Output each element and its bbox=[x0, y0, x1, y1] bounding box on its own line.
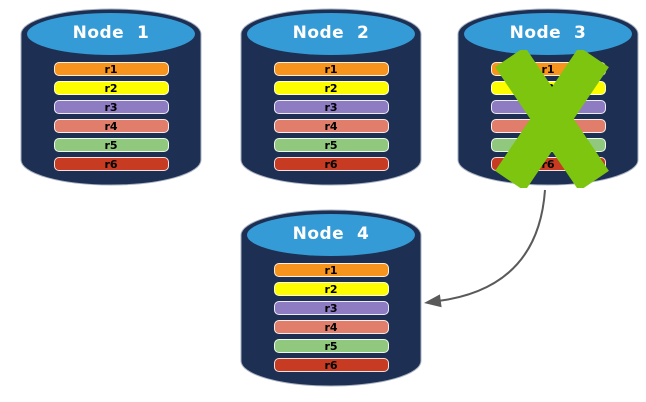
replica-row-r6: r6 bbox=[273, 157, 389, 171]
replica-label: r6 bbox=[104, 157, 118, 171]
replica-row-r2: r2 bbox=[273, 81, 389, 95]
replica-row-r4: r4 bbox=[273, 320, 389, 334]
replica-label: r6 bbox=[324, 358, 338, 372]
node-title: Node 2 bbox=[292, 23, 370, 43]
replica-rows: r1 r2 r3 r4 r5 r6 bbox=[20, 62, 202, 171]
node-title: Node 3 bbox=[509, 23, 587, 43]
replica-row-r1: r1 bbox=[273, 263, 389, 277]
replica-label: r5 bbox=[324, 138, 338, 152]
node-4: Node 4 r1 r2 r3 r4 r5 r6 bbox=[240, 209, 422, 387]
replica-label: r1 bbox=[324, 263, 338, 277]
replica-row-r5: r5 bbox=[273, 339, 389, 353]
replica-label: r2 bbox=[324, 81, 338, 95]
replica-row-r3: r3 bbox=[273, 100, 389, 114]
node-3: Node 3 r1 r2 r3 r4 r5 r6 bbox=[457, 8, 639, 188]
replica-label: r1 bbox=[324, 62, 338, 76]
replica-label: r3 bbox=[104, 100, 118, 114]
replica-row-r5: r5 bbox=[273, 138, 389, 152]
arrowhead-icon bbox=[424, 294, 442, 308]
node-title: Node 4 bbox=[292, 224, 370, 244]
replica-row-r5: r5 bbox=[53, 138, 169, 152]
replica-rows: r1 r2 r3 r4 r5 r6 bbox=[240, 62, 422, 171]
replica-label: r5 bbox=[104, 138, 118, 152]
replica-label: r6 bbox=[324, 157, 338, 171]
replica-row-r6: r6 bbox=[53, 157, 169, 171]
replica-row-r4: r4 bbox=[273, 119, 389, 133]
replica-label: r4 bbox=[104, 119, 118, 133]
replica-row-r3: r3 bbox=[273, 301, 389, 315]
replica-row-r6: r6 bbox=[273, 358, 389, 372]
node-1: Node 1 r1 r2 r3 r4 r5 r6 bbox=[20, 8, 202, 186]
replica-label: r2 bbox=[324, 282, 338, 296]
replica-label: r1 bbox=[541, 62, 555, 76]
node-2: Node 2 r1 r2 r3 r4 r5 r6 bbox=[240, 8, 422, 186]
replica-label: r3 bbox=[324, 301, 338, 315]
replica-label: r4 bbox=[324, 119, 338, 133]
replica-row-r2: r2 bbox=[53, 81, 169, 95]
replica-row-r4: r4 bbox=[53, 119, 169, 133]
replica-row-r3: r3 bbox=[53, 100, 169, 114]
replica-label: r4 bbox=[324, 320, 338, 334]
replica-row-r1: r1 bbox=[53, 62, 169, 76]
replica-rows: r1 r2 r3 r4 r5 r6 bbox=[240, 263, 422, 372]
replica-label: r5 bbox=[324, 339, 338, 353]
replica-label: r1 bbox=[104, 62, 118, 76]
replica-label: r3 bbox=[324, 100, 338, 114]
replica-label: r6 bbox=[541, 157, 555, 171]
failure-x-icon bbox=[495, 50, 609, 188]
node-title: Node 1 bbox=[72, 23, 150, 43]
replica-row-r1: r1 bbox=[273, 62, 389, 76]
replica-row-r2: r2 bbox=[273, 282, 389, 296]
replica-label: r2 bbox=[104, 81, 118, 95]
